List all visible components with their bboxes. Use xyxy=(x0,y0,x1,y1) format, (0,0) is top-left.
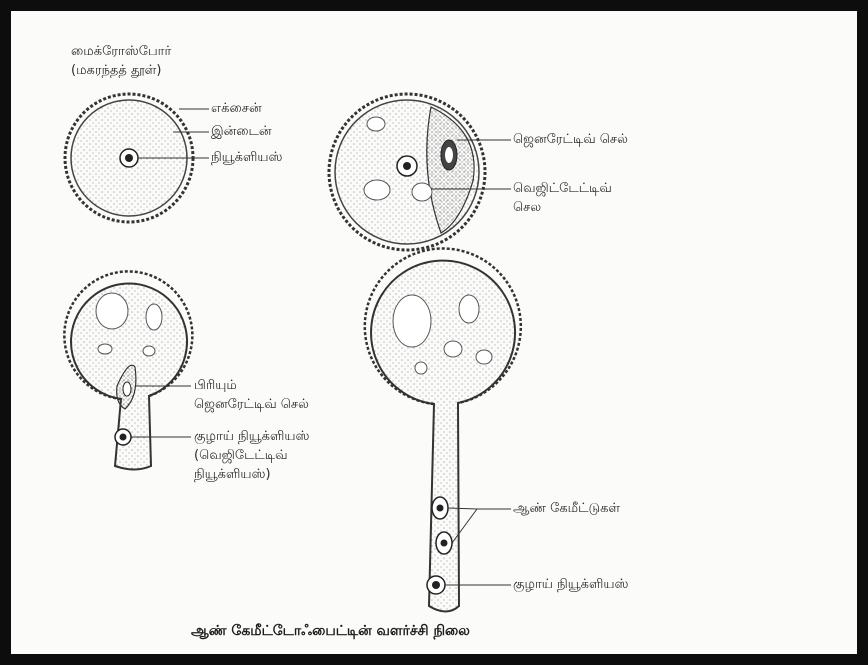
dividing-generative-label-2: ஜெனரேட்டிவ் செல் xyxy=(194,397,309,413)
tube-nucleus-label-lower: குழாய் நியூக்ளியஸ் xyxy=(513,577,628,593)
intine-label: இன்டைன் xyxy=(211,124,272,140)
pollen-development-diagram xyxy=(11,11,857,654)
pollen-tube-outline xyxy=(371,261,515,612)
generative-cell-label: ஜெனரேட்டிவ் செல் xyxy=(513,132,628,148)
germinating-stage xyxy=(64,271,192,469)
tube-nucleus-label-3: நியூக்ளியஸ்) xyxy=(194,467,271,483)
pollen-tube-stage xyxy=(365,248,521,611)
dividing-generative-label: பிரியும் xyxy=(194,378,237,394)
vegetative-cell-label-2: செல xyxy=(513,200,541,216)
two-celled-stage xyxy=(329,94,511,250)
diagram-page: மைக்ரோஸ்போர் (மகரந்தத் தூள்) எக்சைன் இன்… xyxy=(11,11,857,654)
nucleus-label: நியூக்ளியஸ் xyxy=(211,150,282,166)
microspore-stage xyxy=(65,94,209,222)
microspore-label-sub: (மகரந்தத் தூள்) xyxy=(71,63,161,79)
vegetative-cell-label: வெஜிட்டேட்டிவ் xyxy=(513,181,612,197)
male-gametes-label: ஆண் கேமீட்டுகள் xyxy=(513,501,620,517)
diagram-caption: ஆண் கேமீட்டோஃபைட்டின் வளர்ச்சி நிலை xyxy=(191,623,470,641)
tube-nucleus-label-2: (வெஜிடேட்டிவ் xyxy=(194,448,288,464)
microspore-label: மைக்ரோஸ்போர் xyxy=(71,44,171,60)
exine-label: எக்சைன் xyxy=(211,101,262,117)
tube-nucleus-label: குழாய் நியூக்ளியஸ் xyxy=(194,429,309,445)
